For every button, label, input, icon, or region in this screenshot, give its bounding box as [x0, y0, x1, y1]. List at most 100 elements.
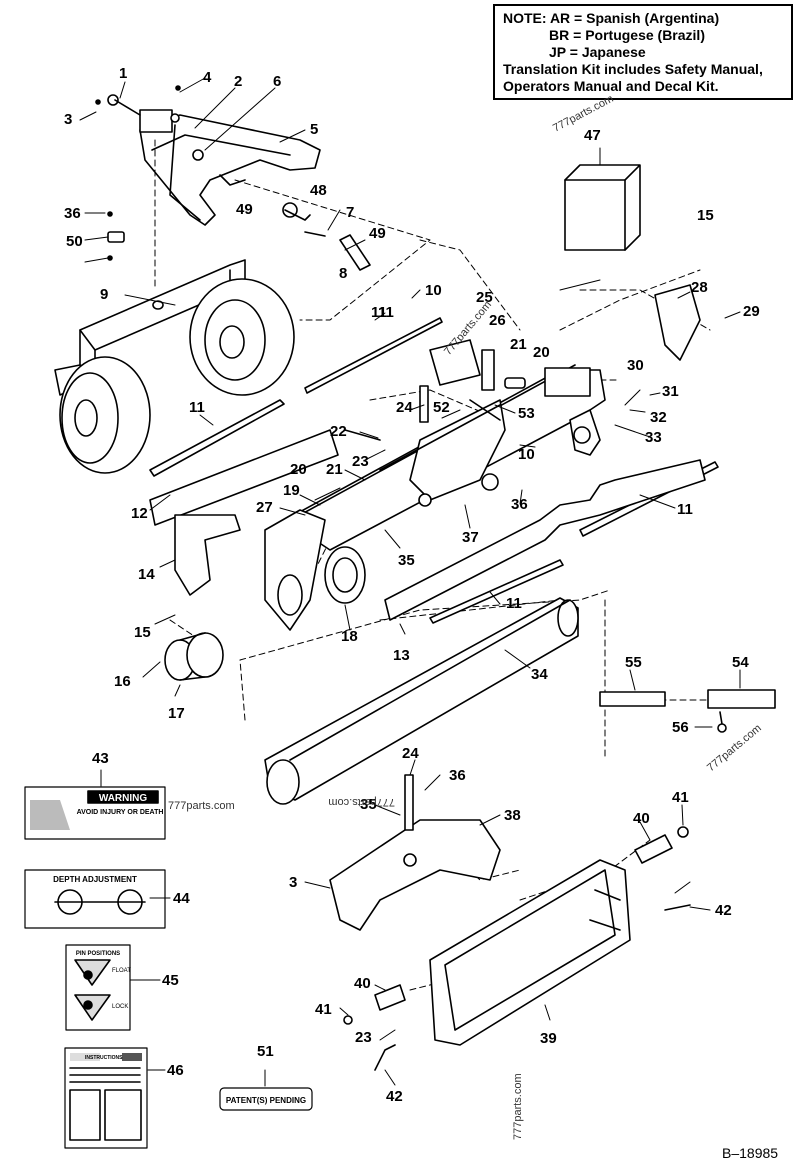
callout-16: 16 — [114, 673, 131, 690]
callout-30: 30 — [627, 357, 644, 374]
callout-8: 8 — [339, 265, 348, 282]
callout-6: 6 — [273, 73, 282, 90]
watermark-4: 777parts.com — [328, 796, 395, 808]
callout-15: 15 — [697, 207, 714, 224]
callout-49: 49 — [236, 201, 253, 218]
callout-24: 24 — [396, 399, 413, 416]
callout-42-lower: 42 — [386, 1088, 403, 1105]
pins-40 — [343, 826, 689, 1025]
callout-48: 48 — [310, 182, 327, 199]
callout-34: 34 — [531, 666, 548, 683]
decal-patent-text: PATENT(S) PENDING — [226, 1096, 306, 1105]
main-frame-beam — [284, 364, 606, 551]
callout-41-lower: 41 — [315, 1001, 332, 1018]
guard-part-14 — [174, 514, 241, 596]
callout-15-left: 15 — [134, 624, 151, 641]
decal-warning-43 — [24, 786, 166, 840]
decal-pin-lock: LOCK — [112, 1004, 128, 1010]
callout-11-right: 11 — [677, 501, 693, 518]
callout-23: 23 — [352, 453, 369, 470]
callout-27: 27 — [256, 499, 273, 516]
callout-53: 53 — [518, 405, 535, 422]
wheel-assembly-part-9 — [54, 259, 295, 474]
guard-part-28 — [654, 284, 701, 361]
callout-7: 7 — [346, 204, 355, 221]
mounting-plate-part-39 — [429, 859, 631, 1046]
callout-41: 41 — [672, 789, 689, 806]
callout-5: 5 — [310, 121, 319, 138]
callout-20-left: 20 — [290, 461, 307, 478]
callout-13: 13 — [393, 647, 410, 664]
callout-26: 26 — [489, 312, 506, 329]
callout-11-left: 11 — [189, 399, 205, 416]
callout-47: 47 — [584, 127, 601, 144]
callout-56: 56 — [672, 719, 689, 736]
callout-32: 32 — [650, 409, 667, 426]
callout-46: 46 — [167, 1062, 184, 1079]
note-lang-ar: Spanish (Argentina) — [586, 10, 720, 26]
callout-22: 22 — [330, 423, 347, 440]
figure-id: B–18985 — [722, 1145, 779, 1161]
callout-23-lower: 23 — [355, 1029, 372, 1046]
decal-pin-float: FLOAT — [112, 968, 131, 974]
decal-warning-sub: AVOID INJURY OR DEATH — [77, 809, 164, 816]
callout-36-lower: 36 — [449, 767, 466, 784]
roller-part-34 — [264, 597, 579, 805]
watermark-3: 777parts.com — [168, 800, 235, 812]
lynch-pins-42 — [374, 904, 691, 1071]
callout-31: 31 — [662, 383, 679, 400]
decal-pin-title: PIN POSITIONS — [76, 951, 120, 957]
callout-45: 45 — [162, 972, 179, 989]
translation-note: NOTE: AR = Spanish (Argentina) BR = Port… — [493, 4, 793, 100]
callout-10: 10 — [425, 282, 442, 299]
bushing-part-18 — [324, 546, 366, 604]
callout-2: 2 — [234, 73, 243, 90]
upper-hardware — [95, 85, 371, 271]
callout-44: 44 — [173, 890, 190, 907]
callout-42: 42 — [715, 902, 732, 919]
watermark-6: 777parts.com — [512, 1073, 524, 1140]
decal-instructions-title: INSTRUCTIONS — [85, 1055, 123, 1061]
callout-25: 25 — [476, 289, 493, 306]
note-heading: NOTE: — [503, 10, 547, 26]
skirt-strips — [149, 317, 719, 624]
upper-frame-part-5 — [107, 94, 321, 226]
callout-33: 33 — [645, 429, 662, 446]
pivot-plate-part-38 — [329, 774, 501, 931]
callout-40: 40 — [633, 810, 650, 827]
assembly-guide-lines — [154, 139, 711, 991]
motor-part-17 — [164, 632, 224, 681]
decal-depth-title: DEPTH ADJUSTMENT — [53, 875, 137, 884]
callout-19: 19 — [283, 482, 300, 499]
decal-pin-positions-45 — [65, 944, 131, 1031]
callout-36: 36 — [511, 496, 528, 513]
callout-11-top: 11 — [378, 304, 394, 321]
note-code-jp: JP = — [549, 44, 578, 60]
note-lang-jp: Japanese — [581, 44, 646, 60]
callout-50: 50 — [66, 233, 83, 250]
callout-leaders — [79, 77, 741, 1087]
note-code-br: BR = — [549, 27, 582, 43]
callout-35: 35 — [398, 552, 415, 569]
callout-28: 28 — [691, 279, 708, 296]
note-line-1: Translation Kit includes Safety Manual, — [503, 61, 763, 77]
side-plate-part-33 — [569, 409, 601, 456]
callout-24-lower: 24 — [402, 745, 419, 762]
note-line-2: Operators Manual and Decal Kit. — [503, 78, 719, 94]
decal-warning-title: WARNING — [99, 793, 148, 804]
callout-40-lower: 40 — [354, 975, 371, 992]
decal-depth-44 — [24, 869, 166, 929]
note-code-ar: AR = — [549, 10, 583, 26]
posts — [344, 339, 526, 441]
manual-kit-part-47 — [564, 164, 641, 251]
callout-21-left: 21 — [326, 461, 343, 478]
callout-4: 4 — [203, 69, 212, 86]
callout-14: 14 — [138, 566, 155, 583]
callout-1: 1 — [119, 65, 128, 82]
callout-21: 21 — [510, 336, 527, 353]
callout-10-right: 10 — [518, 446, 535, 463]
callout-17: 17 — [168, 705, 185, 722]
callout-36-upper: 36 — [64, 205, 81, 222]
callout-35-lower: 35 — [360, 796, 377, 813]
